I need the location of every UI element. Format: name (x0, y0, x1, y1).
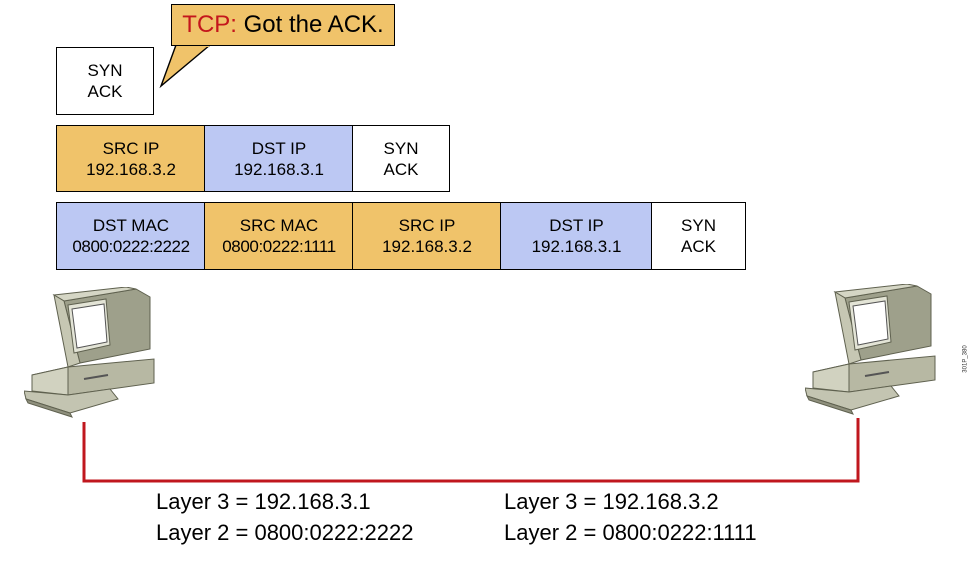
segment-flags-cell: SYN ACK (56, 47, 154, 115)
packet-src-ip-cell: SRC IP 192.168.3.2 (56, 125, 206, 192)
segment-flag-syn: SYN (87, 61, 123, 80)
frame-flag-syn: SYN (681, 216, 716, 235)
left-host-layer3: Layer 3 = 192.168.3.1 (156, 489, 371, 514)
frame-src-ip-value: 192.168.3.2 (382, 237, 472, 256)
frame-dst-mac-value: 0800:0222:2222 (72, 237, 190, 256)
packet-flag-syn: SYN (383, 138, 419, 158)
network-cable (82, 418, 860, 483)
frame-flags-cell: SYN ACK (651, 202, 746, 270)
packet-dst-ip-label: DST IP (251, 138, 307, 158)
frame-dst-ip-value: 192.168.3.1 (531, 237, 622, 256)
frame-src-mac-value: 0800:0222:1111 (222, 237, 336, 256)
figure-code: 301P_380 (962, 345, 969, 373)
packet-dst-ip-cell: DST IP 192.168.3.1 (204, 125, 354, 192)
right-host-layer3: Layer 3 = 192.168.3.2 (504, 489, 719, 514)
left-computer-icon (24, 287, 155, 418)
frame-dst-ip-label: DST IP (549, 216, 604, 235)
tcp-callout: TCP: Got the ACK. (171, 4, 395, 46)
packet-dst-ip-value: 192.168.3.1 (234, 159, 324, 179)
packet-flags-cell: SYN ACK (352, 125, 450, 192)
frame-src-mac-label: SRC MAC (239, 216, 319, 235)
callout-protocol: TCP: (182, 11, 237, 38)
callout-pointer (159, 44, 212, 89)
left-host-layer2: Layer 2 = 0800:0222:2222 (156, 520, 414, 545)
frame-src-ip-label: SRC IP (398, 216, 456, 235)
segment-flag-ack: ACK (87, 82, 123, 101)
frame-dst-mac-cell: DST MAC 0800:0222:2222 (56, 202, 206, 270)
packet-src-ip-value: 192.168.3.2 (86, 159, 176, 179)
right-host-layer2: Layer 2 = 0800:0222:1111 (504, 520, 757, 545)
packet-src-ip-label: SRC IP (102, 138, 160, 158)
frame-dst-mac-label: DST MAC (92, 216, 170, 235)
frame-src-ip-cell: SRC IP 192.168.3.2 (352, 202, 502, 270)
frame-dst-ip-cell: DST IP 192.168.3.1 (500, 202, 653, 270)
packet-flag-ack: ACK (383, 159, 419, 179)
frame-src-mac-cell: SRC MAC 0800:0222:1111 (204, 202, 354, 270)
right-computer-icon (805, 284, 936, 415)
callout-message: Got the ACK. (243, 11, 384, 38)
frame-flag-ack: ACK (681, 237, 716, 256)
